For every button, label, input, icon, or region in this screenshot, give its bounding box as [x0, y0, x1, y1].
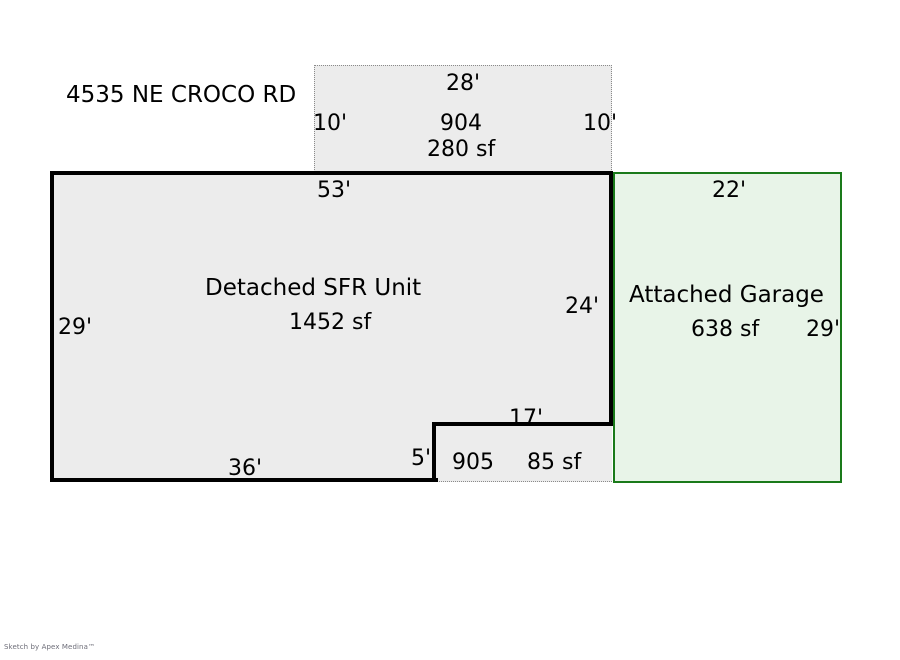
property-address-label: 4535 NE CROCO RD — [66, 82, 297, 108]
dimension-label-sfr-bottom: 36' — [228, 456, 263, 481]
dimension-label-sfr-right: 24' — [565, 294, 600, 319]
dimension-label-sfr-left: 29' — [58, 315, 93, 340]
area-size-label-attached-garage: 638 sf — [691, 317, 760, 342]
dimension-label-sfr-top: 53' — [317, 178, 352, 203]
watermark-credit: Sketch by Apex Medina™ — [4, 643, 96, 651]
wall-segment-jog — [432, 422, 436, 482]
dimension-label-905-top: 17' — [509, 406, 544, 431]
dimension-label-905-left: 5' — [411, 446, 432, 471]
area-size-label-905: 85 sf — [527, 450, 582, 475]
wall-segment-left — [50, 171, 54, 482]
wall-segment-right — [609, 171, 613, 424]
wall-segment-top — [52, 171, 613, 175]
area-name-label-attached-garage: Attached Garage — [629, 282, 824, 308]
area-shape-porch-904 — [314, 65, 612, 174]
area-size-label-904: 280 sf — [427, 137, 496, 162]
wall-segment-notch-top — [432, 422, 613, 426]
area-shape-905 — [434, 424, 612, 482]
area-shape-attached-garage — [613, 172, 842, 483]
area-size-label-detached-sfr-unit: 1452 sf — [289, 310, 372, 335]
area-name-label-detached-sfr-unit: Detached SFR Unit — [205, 275, 422, 301]
dimension-label-garage-top: 22' — [712, 178, 747, 203]
dimension-label-garage-right: 29' — [806, 317, 841, 342]
wall-segment-bottom-left — [50, 478, 438, 482]
dimension-label-porch-right: 10' — [583, 111, 618, 136]
area-code-label-904: 904 — [440, 111, 482, 136]
dimension-label-porch-top: 28' — [446, 71, 481, 96]
area-code-label-905: 905 — [452, 450, 494, 475]
dimension-label-porch-left: 10' — [313, 111, 348, 136]
